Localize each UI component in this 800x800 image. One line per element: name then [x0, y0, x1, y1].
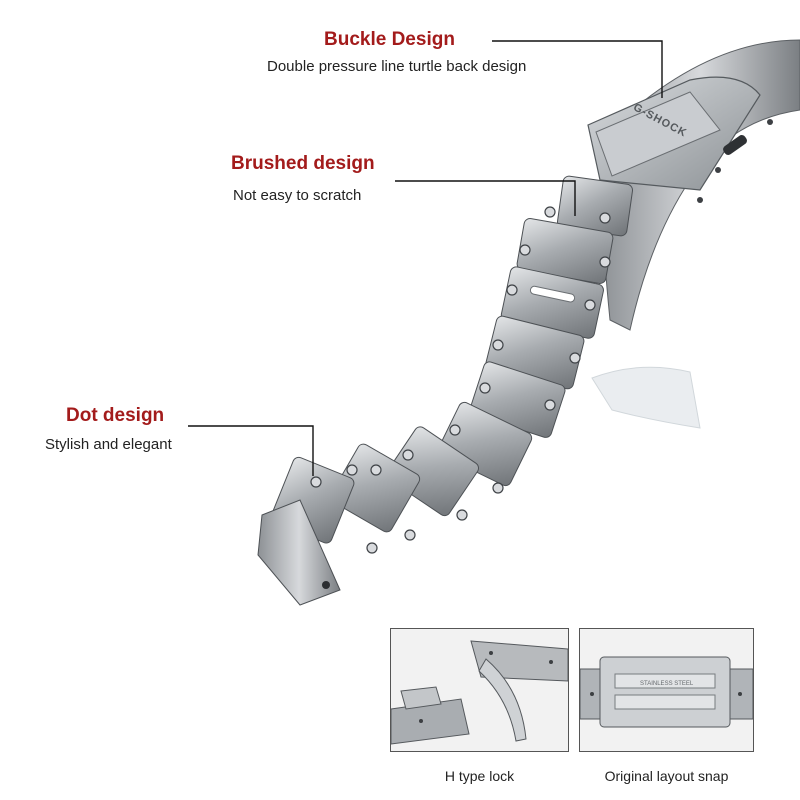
clasp-button	[723, 135, 747, 155]
dot-design-title: Dot design	[66, 405, 165, 426]
brushed-design-desc: Not easy to scratch	[233, 187, 362, 204]
snap-illustration: STAINLESS STEEL	[580, 629, 753, 751]
display-stand	[591, 366, 701, 429]
h-type-lock-photo	[390, 628, 569, 752]
buckle-cover	[595, 91, 721, 177]
inset-engraving: STAINLESS STEEL	[640, 681, 694, 687]
buckle-design-title: Buckle Design	[324, 29, 455, 50]
bracelet-links	[270, 175, 634, 544]
end-pin-hole	[322, 581, 330, 589]
dot-design-desc: Stylish and elegant	[45, 436, 172, 453]
dot-screws	[310, 206, 611, 554]
h-type-lock-caption: H type lock	[444, 768, 515, 784]
slot-opening	[529, 285, 576, 303]
end-piece	[257, 499, 341, 606]
original-layout-snap-photo: STAINLESS STEEL	[579, 628, 754, 752]
h-lock-illustration	[391, 629, 568, 751]
original-layout-snap-caption: Original layout snap	[604, 768, 729, 784]
buckle-design-desc: Double pressure line turtle back design	[267, 58, 527, 75]
brushed-design-title: Brushed design	[231, 153, 375, 174]
